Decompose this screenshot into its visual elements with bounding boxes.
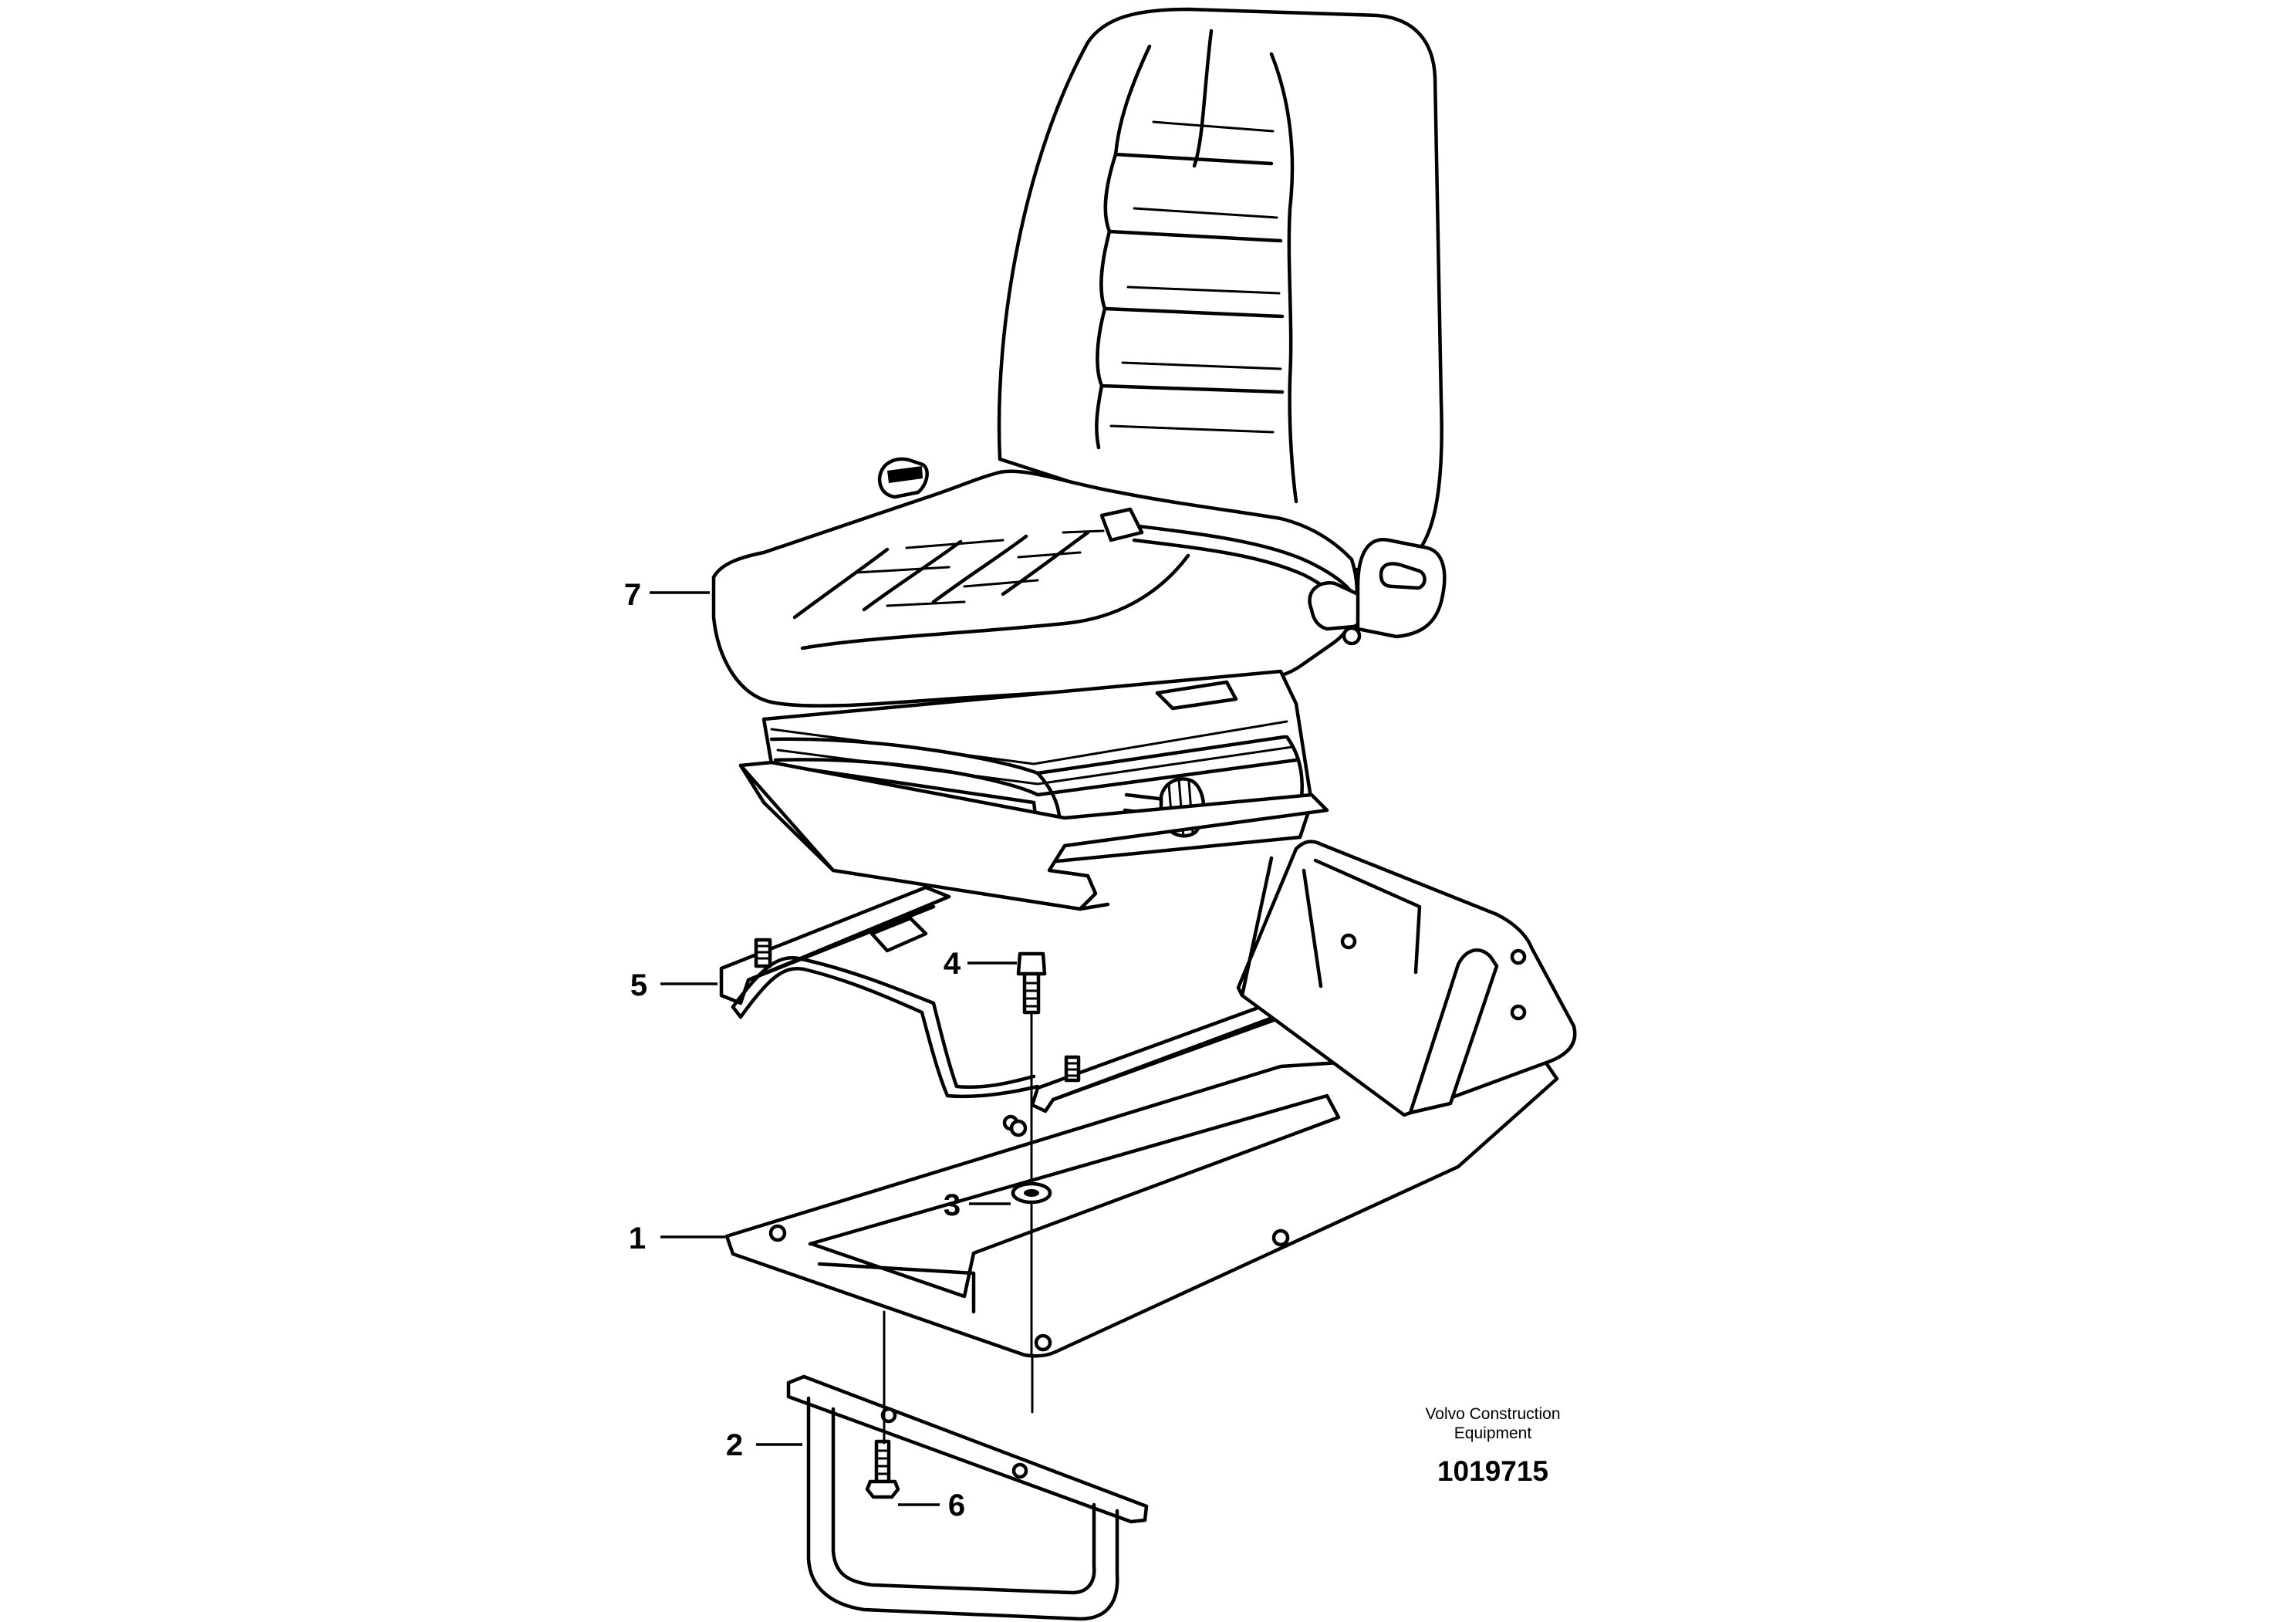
cushion-quilting (792, 529, 1190, 650)
callout-labels: 1 2 3 4 5 6 7 (624, 578, 965, 1522)
callout-4: 4 (944, 947, 961, 981)
callout-7: 7 (624, 578, 641, 612)
u-bracket-top-plate (786, 1374, 1149, 1524)
release-lever-rod (731, 956, 1036, 1089)
flange-bolt (865, 1439, 900, 1499)
callout-6: 6 (948, 1489, 965, 1522)
u-bracket-loop (806, 1396, 1119, 1621)
callout-3: 3 (944, 1188, 961, 1222)
washer (1011, 1181, 1052, 1205)
company-name: Volvo Construction Equipment (1366, 1404, 1620, 1443)
slide-lever (1155, 680, 1238, 711)
seat-belt (1099, 507, 1367, 646)
callout-leaders (650, 591, 1017, 1506)
seat-assembly (711, 7, 1447, 911)
backrest-quilting (1095, 29, 1298, 504)
socket-bolt (1016, 951, 1047, 1015)
seat-cushion (711, 469, 1359, 708)
seat-mounting-bracket (724, 840, 1577, 1358)
lower-u-bracket (786, 1374, 1149, 1621)
callout-1: 1 (629, 1222, 646, 1255)
seat-base-frame (738, 760, 1329, 911)
bracket-side-wall (1236, 840, 1577, 1117)
callout-5: 5 (630, 968, 647, 1002)
drawing-number: 1019715 (1437, 1455, 1549, 1487)
company-name-line2: Equipment (1454, 1424, 1532, 1442)
callout-2: 2 (726, 1428, 743, 1462)
company-name-line1: Volvo Construction (1425, 1405, 1561, 1423)
